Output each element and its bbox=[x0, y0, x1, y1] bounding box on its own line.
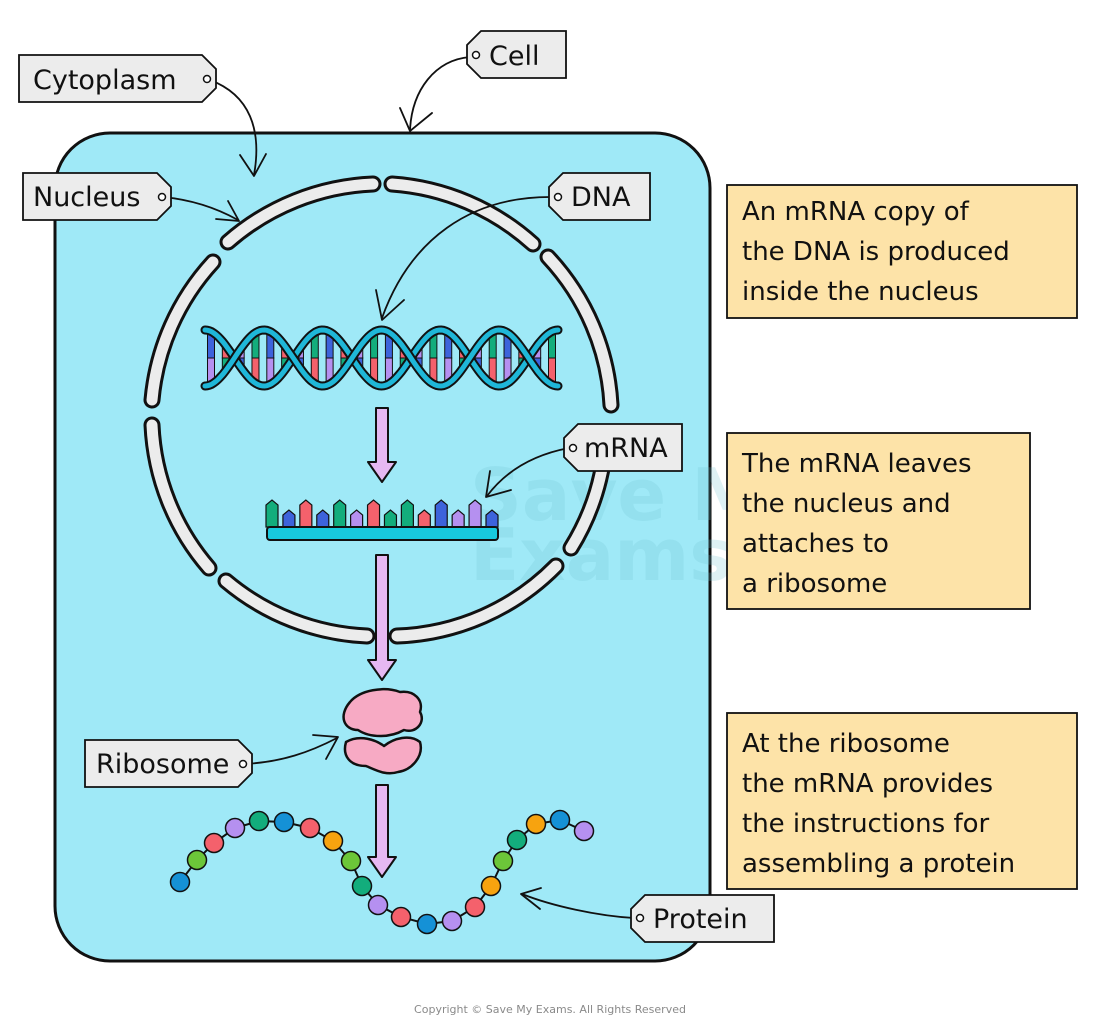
amino-acid-bead bbox=[492, 850, 514, 872]
mrna-base bbox=[468, 499, 482, 528]
note-2: The mRNA leaves the nucleus and attaches… bbox=[726, 432, 1031, 610]
pointer-cell bbox=[399, 56, 471, 132]
amino-acid-bead bbox=[416, 913, 438, 935]
mrna-base bbox=[299, 499, 313, 528]
copyright-text: Copyright © Save My Exams. All Rights Re… bbox=[414, 1003, 686, 1016]
pointer-cytoplasm bbox=[209, 79, 267, 177]
dna-strand bbox=[202, 327, 561, 389]
mrna-base bbox=[434, 499, 448, 528]
mrna-bases bbox=[265, 499, 499, 528]
watermark-line-2: Exams bbox=[470, 513, 732, 597]
mrna-strand bbox=[265, 499, 499, 541]
ribosome-large-subunit bbox=[342, 688, 423, 738]
explanation-notes: An mRNA copy of the DNA is produced insi… bbox=[726, 184, 1078, 890]
label-cytoplasm: Cytoplasm bbox=[33, 65, 177, 96]
amino-acid-bead bbox=[480, 875, 502, 897]
label-protein: Protein bbox=[653, 904, 748, 935]
dna-strand bbox=[202, 327, 561, 389]
amino-acid-bead bbox=[367, 894, 389, 916]
amino-acid-bead bbox=[441, 910, 463, 932]
ribosome-small-subunit bbox=[343, 736, 423, 775]
amino-acid-bead bbox=[506, 829, 528, 851]
mrna-base bbox=[265, 499, 279, 528]
mrna-base bbox=[366, 499, 381, 528]
amino-acid-bead bbox=[203, 832, 225, 854]
pointer-dna bbox=[375, 196, 554, 321]
mrna-base bbox=[400, 499, 414, 528]
amino-acid-bead bbox=[340, 850, 362, 872]
amino-acid-bead bbox=[351, 875, 373, 897]
note-3-line-3: the instructions for bbox=[742, 809, 990, 839]
pointer-arrows bbox=[162, 56, 635, 919]
amino-acid-bead bbox=[273, 811, 295, 833]
label-tags: Cytoplasm Cell Nucleus DNA mRNA Ribosome bbox=[18, 30, 775, 943]
amino-acid-bead bbox=[224, 817, 246, 839]
note-1-line-2: the DNA is produced bbox=[742, 237, 1010, 267]
note-2-line-2: the nucleus and bbox=[742, 489, 951, 519]
pointer-ribosome bbox=[244, 734, 339, 765]
amino-acid-bead bbox=[549, 809, 571, 831]
note-1-line-3: inside the nucleus bbox=[742, 277, 979, 307]
tag-nucleus: Nucleus bbox=[22, 172, 172, 221]
note-1: An mRNA copy of the DNA is produced insi… bbox=[726, 184, 1078, 319]
label-dna: DNA bbox=[571, 182, 631, 213]
tag-ribosome: Ribosome bbox=[84, 739, 253, 788]
note-3-line-2: the mRNA provides bbox=[742, 769, 993, 799]
amino-acid-bead bbox=[248, 810, 270, 832]
dna-double-helix bbox=[200, 325, 563, 391]
note-2-line-1: The mRNA leaves bbox=[741, 449, 972, 479]
note-2-line-4: a ribosome bbox=[742, 569, 887, 599]
arrow-ribosome-to-protein bbox=[367, 784, 397, 878]
note-3-line-4: assembling a protein bbox=[742, 849, 1015, 879]
note-3: At the ribosome the mRNA provides the in… bbox=[726, 712, 1078, 890]
label-cell: Cell bbox=[489, 41, 539, 72]
process-arrows bbox=[367, 407, 397, 878]
arrow-mrna-to-ribosome bbox=[367, 554, 397, 681]
amino-acid-bead bbox=[169, 871, 191, 893]
label-nucleus: Nucleus bbox=[33, 182, 140, 213]
mrna-backbone bbox=[266, 526, 499, 541]
note-3-line-1: At the ribosome bbox=[742, 729, 950, 759]
note-1-line-1: An mRNA copy of bbox=[742, 197, 970, 227]
label-ribosome: Ribosome bbox=[96, 749, 229, 780]
mrna-base bbox=[333, 499, 347, 528]
tag-cell: Cell bbox=[466, 30, 567, 79]
tag-dna: DNA bbox=[548, 172, 651, 221]
amino-acid-bead bbox=[322, 830, 344, 852]
amino-acid-bead bbox=[390, 906, 412, 928]
pointer-protein bbox=[520, 887, 635, 919]
note-2-line-3: attaches to bbox=[742, 529, 889, 559]
amino-acid-bead bbox=[464, 896, 486, 918]
tag-cytoplasm: Cytoplasm bbox=[18, 54, 217, 103]
label-mrna: mRNA bbox=[584, 433, 668, 464]
amino-acid-bead bbox=[299, 817, 321, 839]
tag-protein: Protein bbox=[630, 894, 775, 943]
arrow-dna-to-mrna bbox=[367, 407, 397, 483]
protein-chain bbox=[169, 809, 595, 935]
amino-acid-bead bbox=[573, 820, 595, 842]
tag-mrna: mRNA bbox=[563, 423, 683, 472]
pointer-mrna bbox=[485, 447, 570, 498]
amino-acid-bead bbox=[525, 813, 547, 835]
amino-acid-bead bbox=[186, 849, 208, 871]
ribosome bbox=[342, 688, 423, 775]
